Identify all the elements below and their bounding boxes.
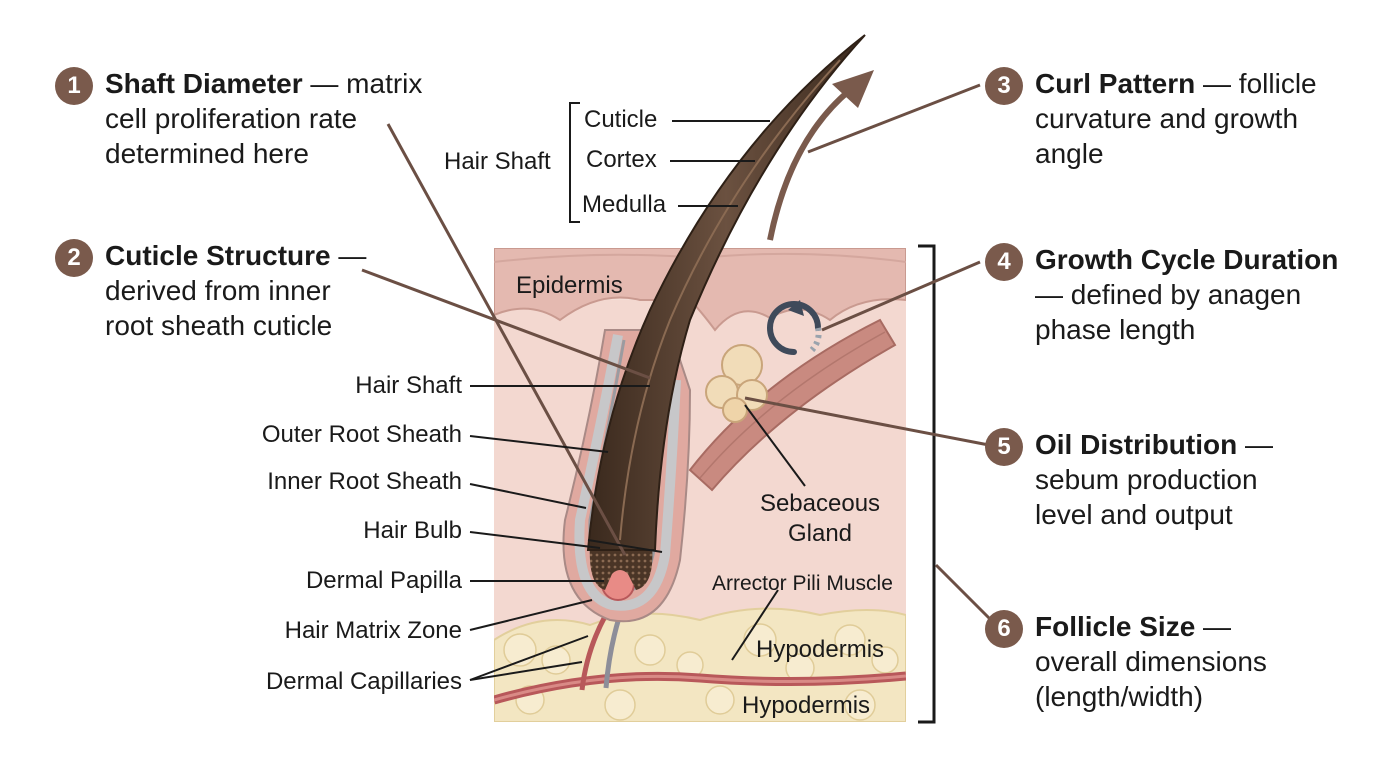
label-hair-matrix-zone: Hair Matrix Zone — [284, 617, 462, 644]
label-hypodermis-lower: Hypodermis — [742, 692, 871, 719]
callout-number-badge: 1 — [55, 67, 93, 105]
label-cuticle: Cuticle — [584, 106, 658, 133]
label-sebaceous-gland-line1: Sebaceous — [759, 490, 881, 517]
label-medulla: Medulla — [582, 191, 667, 218]
callout-line: curvature and growth — [1035, 103, 1299, 134]
callout-title: Growth Cycle Duration — [1035, 244, 1339, 275]
hair-shaft-bracket — [569, 102, 580, 223]
label-dermal-capillaries: Dermal Capillaries — [265, 668, 462, 695]
hair-bulb-shape — [589, 545, 653, 590]
leader-arrector-pili — [731, 589, 779, 661]
leader-dermal-capillaries-b — [469, 661, 583, 681]
label-inner-root-sheath: Inner Root Sheath — [267, 468, 462, 495]
sebaceous-gland-shape — [705, 344, 768, 423]
label-cortex: Cortex — [586, 146, 657, 173]
leader-hair-bulb — [469, 531, 601, 549]
leader-outer-root-sheath — [469, 435, 609, 453]
label-hair-shaft-group: Hair Shaft — [444, 148, 551, 175]
follicle-size-bracket — [918, 244, 936, 724]
growth-cycle-icon — [767, 300, 822, 355]
label-hypodermis-upper: Hypodermis — [756, 636, 885, 663]
callout-title: Follicle Size — [1035, 611, 1196, 642]
callout-title-suffix: — matrix — [302, 68, 423, 99]
label-epidermis: Epidermis — [516, 272, 623, 299]
callout-growth-cycle-duration: 4 Growth Cycle Duration — defined by ana… — [985, 242, 1355, 347]
callout-title-suffix: — — [1195, 611, 1232, 642]
callout-line: determined here — [105, 138, 309, 169]
callout-line: sebum production — [1035, 464, 1258, 495]
leader-callout-1 — [386, 123, 627, 556]
callout-shaft-diameter: 1 Shaft Diameter — matrix cell prolifera… — [55, 66, 445, 171]
callout-line: — defined by anagen — [1035, 279, 1302, 310]
leader-callout-5 — [744, 396, 995, 448]
callout-number-badge: 3 — [985, 67, 1023, 105]
callout-cuticle-structure: 2 Cuticle Structure — derived from inner… — [55, 238, 405, 343]
leader-bulb-inner — [587, 539, 663, 553]
label-outer-root-sheath: Outer Root Sheath — [261, 421, 462, 448]
callout-line: root sheath cuticle — [105, 310, 333, 341]
label-dermal-papilla: Dermal Papilla — [305, 567, 462, 594]
hair-shaft-shape — [586, 34, 866, 551]
callout-line: derived from inner — [105, 275, 331, 306]
callout-title: Shaft Diameter — [105, 68, 303, 99]
callout-number-badge: 5 — [985, 428, 1023, 466]
leader-callout-4 — [821, 260, 981, 332]
callout-title-suffix: — — [1237, 429, 1273, 460]
leader-callout-6 — [934, 563, 998, 627]
callout-follicle-size: 6 Follicle Size — overall dimensions (le… — [985, 609, 1355, 714]
label-hair-shaft: Hair Shaft — [355, 372, 462, 399]
callout-title-suffix: — — [330, 240, 367, 271]
callout-number-badge: 6 — [985, 610, 1023, 648]
callout-line: cell proliferation rate — [105, 103, 358, 134]
callout-title-suffix: — follicle — [1195, 68, 1317, 99]
callout-number-badge: 2 — [55, 239, 93, 277]
callout-line: level and output — [1035, 499, 1233, 530]
label-sebaceous-gland-line2: Gland — [787, 520, 853, 547]
leader-hair-matrix-zone — [469, 599, 593, 631]
callout-oil-distribution: 5 Oil Distribution — sebum production le… — [985, 427, 1355, 532]
leader-sebaceous-gland — [744, 404, 806, 487]
callout-line: overall dimensions — [1035, 646, 1267, 677]
callout-line: angle — [1035, 138, 1104, 169]
callout-curl-pattern: 3 Curl Pattern — follicle curvature and … — [985, 66, 1355, 171]
leader-inner-root-sheath — [469, 483, 587, 509]
callout-line: (length/width) — [1035, 681, 1204, 712]
callout-title: Cuticle Structure — [105, 240, 331, 271]
callout-title: Curl Pattern — [1035, 68, 1196, 99]
label-arrector-pili-muscle: Arrector Pili Muscle — [712, 572, 893, 595]
callout-number-badge: 4 — [985, 243, 1023, 281]
label-hair-bulb: Hair Bulb — [363, 517, 462, 544]
curl-pattern-arrow — [767, 87, 852, 241]
leader-callout-2 — [361, 268, 651, 380]
callout-line: phase length — [1035, 314, 1196, 345]
callout-title: Oil Distribution — [1035, 429, 1238, 460]
leader-dermal-capillaries-a — [469, 635, 589, 681]
leader-callout-3 — [807, 83, 981, 154]
